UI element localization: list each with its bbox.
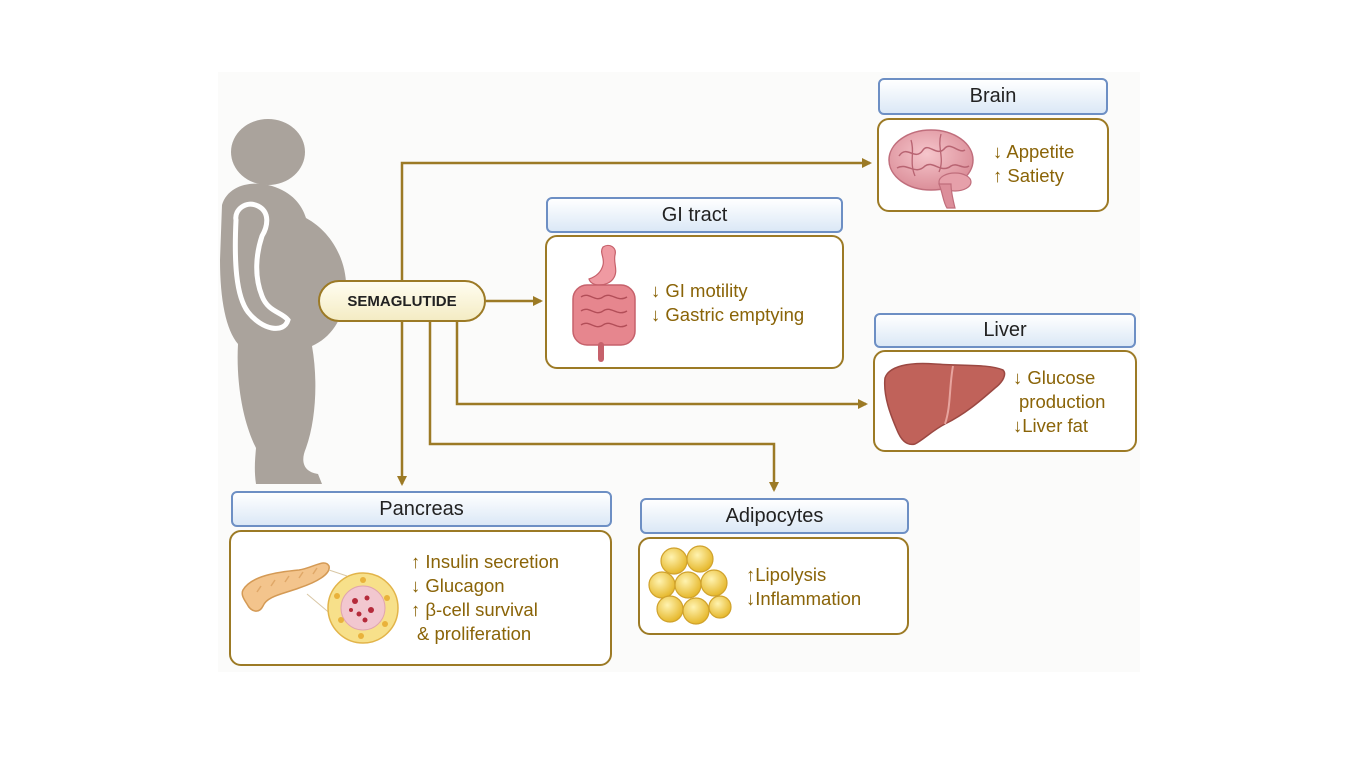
liver-effect: production xyxy=(1019,391,1106,412)
liver-effect: ↓ Glucose xyxy=(1013,367,1096,388)
gi-tract-effect: ↓ GI motility xyxy=(651,280,748,301)
liver-title: Liver xyxy=(874,313,1136,348)
gi-tract-title: GI tract xyxy=(546,197,843,233)
liver-box: ↓ Glucose production ↓Liver fat xyxy=(873,350,1137,452)
gi-tract-effect: ↓ Gastric emptying xyxy=(651,304,805,325)
adipocytes-icon xyxy=(648,545,732,625)
semaglutide-label: SEMAGLUTIDE xyxy=(318,280,486,322)
pancreas-islet-icon xyxy=(241,562,399,644)
brain-icon xyxy=(888,129,974,209)
adipocytes-effects: ↑Lipolysis ↓Inflammation xyxy=(746,563,861,611)
brain-effect: ↓ Appetite xyxy=(993,141,1075,162)
brain-effect: ↑ Satiety xyxy=(993,165,1064,186)
pancreas-effect: ↓ Glucagon xyxy=(411,575,505,596)
brain-box: ↓ Appetite ↑ Satiety xyxy=(877,118,1109,212)
digestive-tract-icon xyxy=(572,244,636,362)
gi-tract-effects: ↓ GI motility ↓ Gastric emptying xyxy=(651,279,804,327)
adipocytes-box: ↑Lipolysis ↓Inflammation xyxy=(638,537,909,635)
pregnant-body-silhouette-icon xyxy=(220,119,347,484)
pancreas-title: Pancreas xyxy=(231,491,612,527)
brain-title: Brain xyxy=(878,78,1108,115)
arrow-to-brain xyxy=(400,158,872,280)
pancreas-effect: & proliferation xyxy=(417,623,532,644)
connector-arrows xyxy=(397,158,872,492)
arrow-to-liver xyxy=(455,322,868,409)
adipocytes-effect: ↓Inflammation xyxy=(746,588,862,609)
pancreas-effect: ↑ Insulin secretion xyxy=(411,551,560,572)
adipocytes-title: Adipocytes xyxy=(640,498,909,534)
arrow-to-adipocytes xyxy=(428,322,779,492)
gi-tract-box: ↓ GI motility ↓ Gastric emptying xyxy=(545,235,844,369)
brain-effects: ↓ Appetite ↑ Satiety xyxy=(993,140,1074,188)
liver-effect: ↓Liver fat xyxy=(1013,415,1089,436)
pancreas-box: ↑ Insulin secretion ↓ Glucagon ↑ β-cell … xyxy=(229,530,612,666)
pancreas-effects: ↑ Insulin secretion ↓ Glucagon ↑ β-cell … xyxy=(411,550,559,646)
liver-icon xyxy=(883,362,1006,446)
liver-effects: ↓ Glucose production ↓Liver fat xyxy=(1013,366,1105,438)
pancreas-effect: ↑ β-cell survival xyxy=(411,599,538,620)
adipocytes-effect: ↑Lipolysis xyxy=(746,564,827,585)
